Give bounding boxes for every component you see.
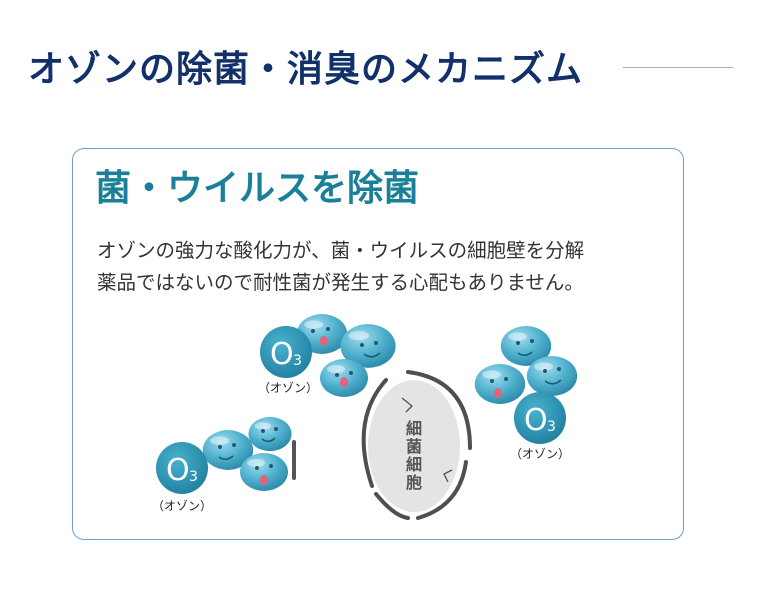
o3-formula: O xyxy=(270,337,294,372)
tongue xyxy=(494,388,502,398)
cell-label-char: 細 xyxy=(406,455,422,474)
panel-heading: 菌・ウイルスを除菌 xyxy=(95,168,420,209)
molecule-face xyxy=(311,327,378,377)
ozone-molecule-cluster-left: O 3 （オゾン） xyxy=(152,416,296,513)
description-line-2: 薬品ではないので耐性菌が発生する心配もありません。 xyxy=(97,271,584,294)
cell-body xyxy=(368,380,460,512)
crack-mark xyxy=(401,397,413,413)
tongue xyxy=(340,377,348,387)
o3-subscript: 3 xyxy=(293,353,302,369)
cell-label-char: 細 xyxy=(406,419,422,438)
ozone-caption: （オゾン） xyxy=(152,499,212,513)
ozone-molecule xyxy=(240,453,288,491)
o3-formula: O xyxy=(166,453,190,488)
ozone-molecule xyxy=(248,416,292,452)
cell-label-char: 菌 xyxy=(406,437,422,456)
o3-badge xyxy=(514,392,566,444)
o3-badge xyxy=(260,326,312,378)
page-title: オゾンの除菌・消臭のメカニズム xyxy=(28,49,584,90)
o3-subscript: 3 xyxy=(547,419,556,435)
cell-wall-bottom xyxy=(374,492,410,520)
cell-label-char: 胞 xyxy=(405,473,422,492)
o3-subscript: 3 xyxy=(189,469,198,485)
ozone-caption: （オゾン） xyxy=(258,381,318,395)
molecule-face xyxy=(490,339,561,383)
ozone-molecule xyxy=(526,356,578,396)
ozone-molecule-cluster-right: O 3 （オゾン） xyxy=(474,326,578,461)
molecule-face xyxy=(218,427,278,470)
description-line-1: オゾンの強力な酸化力が、菌・ウイルスの細胞壁を分解 xyxy=(97,239,585,262)
tongue xyxy=(260,475,268,485)
ozone-caption: （オゾン） xyxy=(510,447,570,461)
bacteria-cell: 細 菌 細 胞 xyxy=(361,370,472,520)
o3-formula: O xyxy=(524,403,548,438)
tongue xyxy=(320,336,328,346)
cell-wall-left xyxy=(361,378,388,488)
ozone-molecule xyxy=(474,364,526,404)
crack-mark xyxy=(443,469,453,483)
title-divider xyxy=(623,67,733,68)
cell-wall-top-right xyxy=(406,370,472,450)
ozone-molecule-cluster-top: O 3 （オゾン） xyxy=(258,314,396,397)
o3-badge xyxy=(156,442,208,494)
cell-wall-bottom-right xyxy=(416,460,468,520)
